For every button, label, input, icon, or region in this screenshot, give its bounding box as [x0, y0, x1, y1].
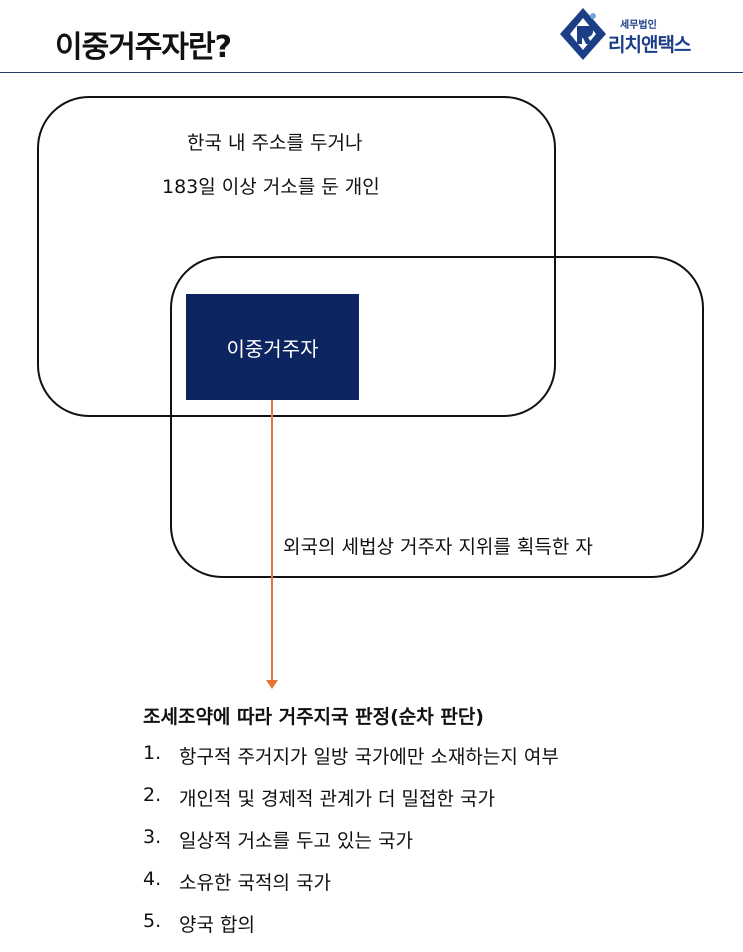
- list-item: 3. 일상적 거소를 두고 있는 국가: [143, 826, 559, 868]
- list-item: 4. 소유한 국적의 국가: [143, 868, 559, 910]
- list-item-number: 4.: [143, 868, 162, 890]
- arrow-line: [271, 400, 273, 682]
- list-item-text: 양국 합의: [179, 914, 255, 936]
- tiebreaker-heading: 조세조약에 따라 거주지국 판정(순차 판단): [143, 706, 484, 728]
- list-item-text: 일상적 거소를 두고 있는 국가: [179, 830, 413, 852]
- list-item: 5. 양국 합의: [143, 910, 559, 952]
- list-item: 1. 항구적 주거지가 일방 국가에만 소재하는지 여부: [143, 742, 559, 784]
- dual-resident-label: 이중거주자: [186, 294, 359, 400]
- list-item-number: 5.: [143, 910, 162, 932]
- foreign-condition-text: 외국의 세법상 거주자 지위를 획득한 자: [283, 536, 593, 558]
- list-item-text: 소유한 국적의 국가: [179, 872, 331, 894]
- list-item-text: 개인적 및 경제적 관계가 더 밀접한 국가: [179, 788, 495, 810]
- tiebreaker-list: 1. 항구적 주거지가 일방 국가에만 소재하는지 여부 2. 개인적 및 경제적 …: [143, 742, 559, 952]
- logo-mark-icon: [560, 8, 606, 60]
- logo-small-text: 세무법인: [620, 20, 657, 31]
- page-title: 이중거주자란?: [55, 30, 232, 65]
- domestic-condition-line-2: 183일 이상 거소를 둔 개인: [162, 176, 380, 198]
- arrow-head-icon: [266, 680, 278, 689]
- list-item-number: 2.: [143, 784, 162, 806]
- company-logo: 세무법인 리치앤택스: [558, 6, 728, 64]
- logo-company-name: 리치앤택스: [608, 34, 691, 56]
- list-item: 2. 개인적 및 경제적 관계가 더 밀접한 국가: [143, 784, 559, 826]
- list-item-number: 1.: [143, 742, 162, 764]
- list-item-text: 항구적 주거지가 일방 국가에만 소재하는지 여부: [179, 746, 559, 768]
- header-divider: [0, 72, 743, 73]
- list-item-number: 3.: [143, 826, 162, 848]
- foreign-resident-box: [170, 256, 704, 578]
- domestic-condition-line-1: 한국 내 주소를 두거나: [187, 132, 363, 154]
